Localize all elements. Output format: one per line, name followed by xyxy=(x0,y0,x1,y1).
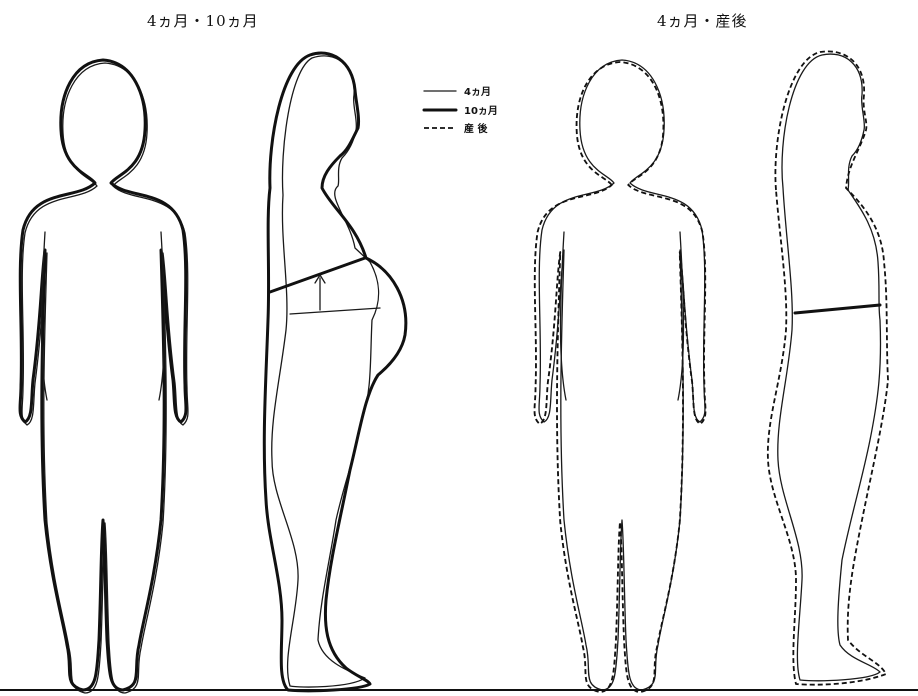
side-figure-postpartum xyxy=(768,51,888,684)
legend: 4ヵ月 10ヵ月 産 後 xyxy=(424,86,498,135)
side-figure-4-months xyxy=(272,56,379,687)
legend-label-postpartum: 産 後 xyxy=(464,122,488,135)
legend-label-10-months: 10ヵ月 xyxy=(464,105,498,117)
front-figure-right xyxy=(535,60,706,692)
legend-label-4-months: 4ヵ月 xyxy=(464,86,491,98)
side-figure-right-4-months xyxy=(778,54,881,681)
front-figure-left xyxy=(20,60,188,693)
side-figure-10-months xyxy=(264,53,406,691)
